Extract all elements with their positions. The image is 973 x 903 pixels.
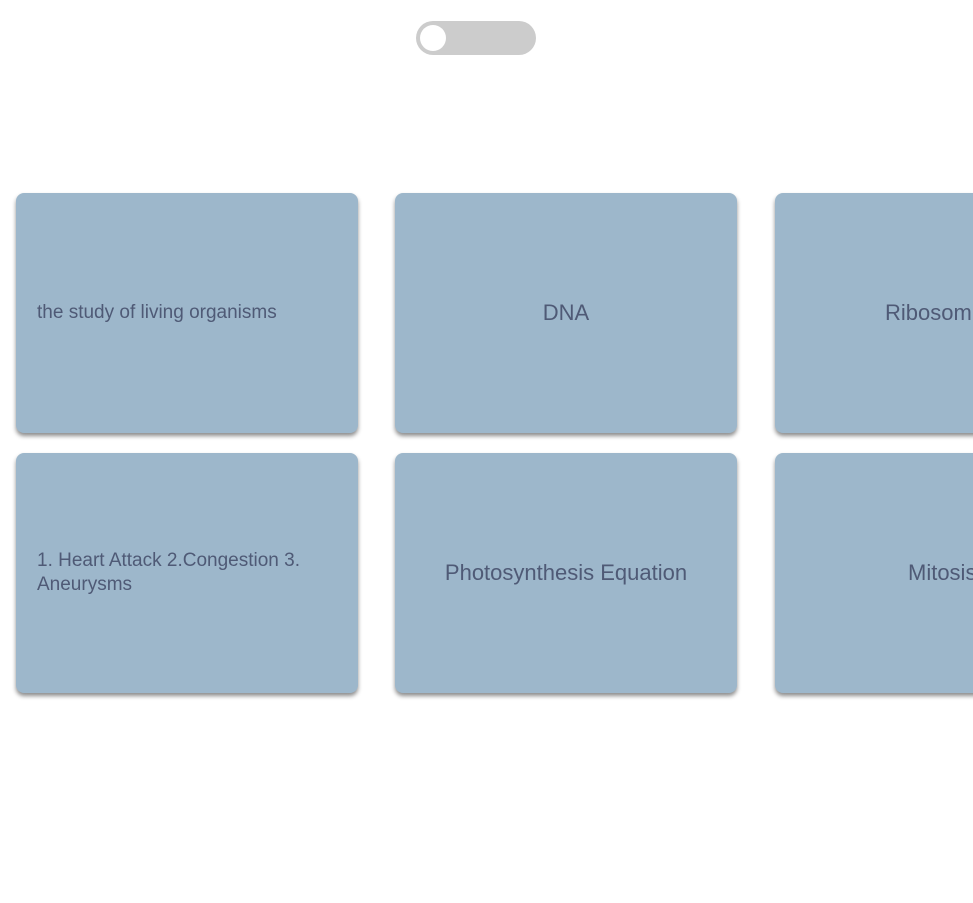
flashcard-6-text: Mitosis: [908, 560, 973, 585]
flashcard-6[interactable]: Mitosis: [775, 453, 973, 693]
flashcard-1-text: the study of living organisms: [37, 302, 277, 323]
flashcard-2-text: DNA: [542, 300, 590, 325]
flashcard-2[interactable]: DNA: [395, 193, 737, 433]
flashcard-5-text: Photosynthesis Equation: [444, 560, 688, 585]
flashcard-4[interactable]: 1. Heart Attack 2.Congestion 3. Aneurysm…: [16, 453, 358, 693]
toggle-knob[interactable]: [420, 25, 446, 51]
flashcard-3[interactable]: Ribosom: [775, 193, 973, 433]
flashcard-4-text: 1. Heart Attack 2.Congestion 3. Aneurysm…: [37, 550, 300, 595]
mode-toggle-switch[interactable]: [416, 21, 536, 55]
flashcard-5[interactable]: Photosynthesis Equation: [395, 453, 737, 693]
flashcard-3-text: Ribosom: [885, 300, 972, 325]
flashcard-1[interactable]: the study of living organisms: [16, 193, 358, 433]
